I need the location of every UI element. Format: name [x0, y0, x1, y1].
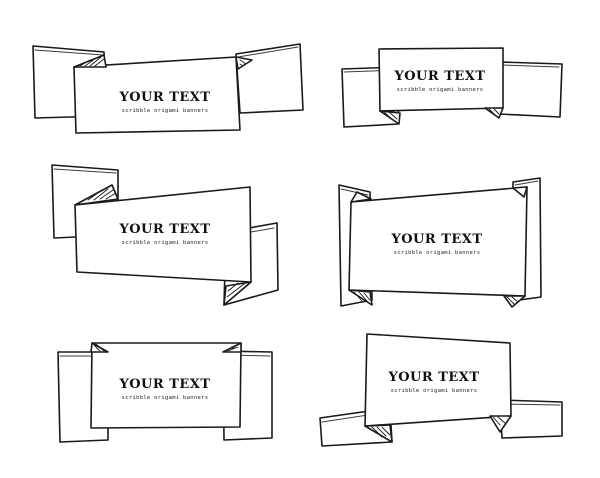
banner-2: YOUR TEXT scribble origami banners	[341, 47, 563, 128]
banner-6-title: YOUR TEXT	[387, 370, 479, 385]
banner-6-subtitle: scribble origami banners	[391, 388, 478, 394]
banner-3-subtitle: scribble origami banners	[122, 240, 209, 246]
banner-5-title: YOUR TEXT	[118, 377, 210, 392]
banner-2-subtitle: scribble origami banners	[397, 87, 484, 93]
banner-4-subtitle: scribble origami banners	[394, 250, 481, 256]
banner-5: YOUR TEXT scribble origami banners	[57, 342, 273, 443]
banner-1-title: YOUR TEXT	[118, 90, 210, 105]
banner-4: YOUR TEXT scribble origami banners	[338, 177, 542, 308]
banner-2-title: YOUR TEXT	[393, 69, 485, 84]
banner-6: YOUR TEXT scribble origami banners	[319, 333, 563, 447]
banner-4-title: YOUR TEXT	[390, 232, 482, 247]
banner-1-subtitle: scribble origami banners	[122, 108, 209, 114]
banner-3: YOUR TEXT scribble origami banners	[51, 164, 279, 306]
banner-5-subtitle: scribble origami banners	[122, 395, 209, 401]
banner-3-title: YOUR TEXT	[118, 222, 210, 237]
banner-1: YOUR TEXT scribble origami banners	[32, 43, 304, 134]
